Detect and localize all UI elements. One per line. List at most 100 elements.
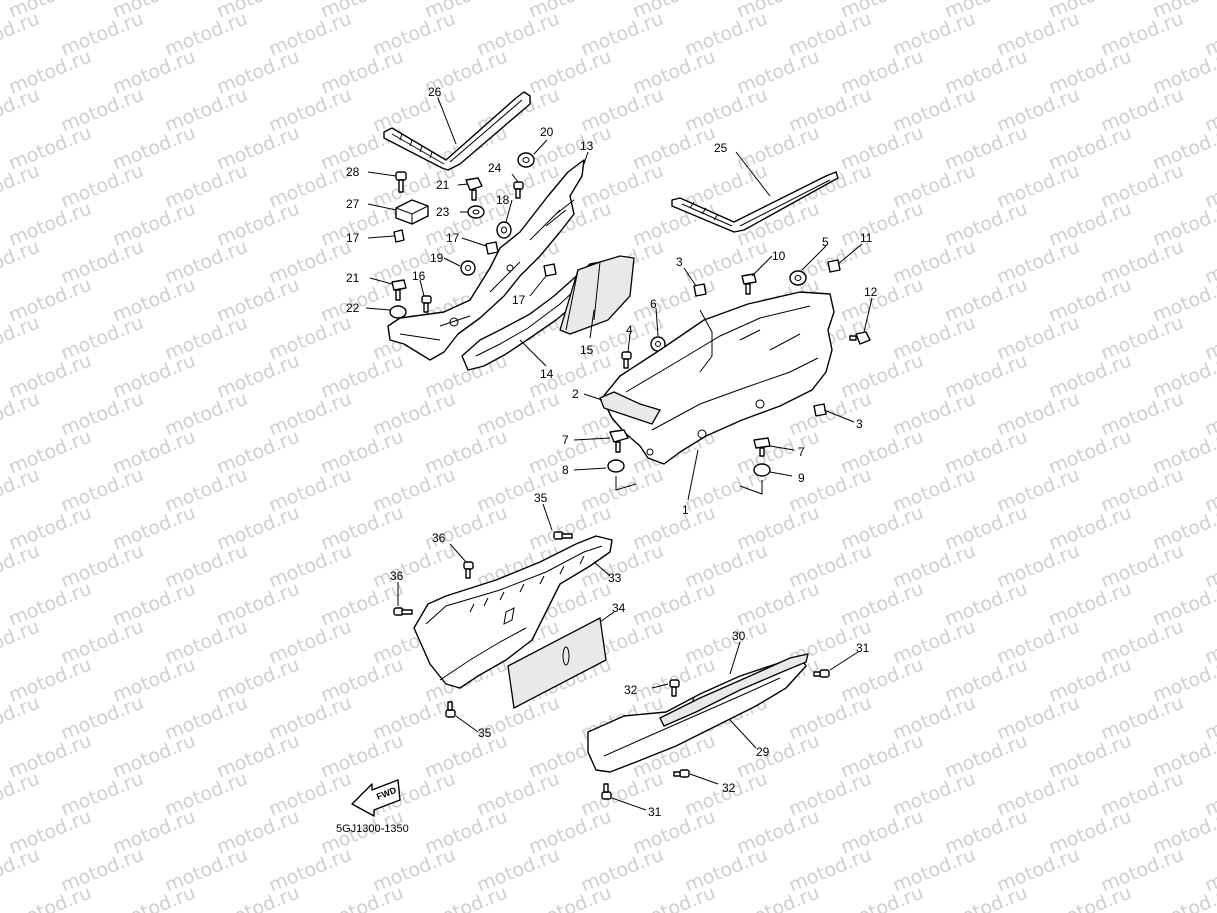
watermark-text: motod.ru <box>422 882 511 913</box>
part-17-clip-c <box>543 263 557 277</box>
part-10-bolt <box>741 273 757 295</box>
callout-36-b: 36 <box>390 569 404 583</box>
callout-13: 13 <box>580 139 594 153</box>
callout-10: 10 <box>772 249 786 263</box>
callout-34: 34 <box>612 601 626 615</box>
part-5-grommet <box>789 270 807 286</box>
callout-22: 22 <box>346 301 360 315</box>
part-15-cover-panel <box>559 255 635 335</box>
watermark-text: motod.ru <box>110 882 199 913</box>
callout-16: 16 <box>412 269 426 283</box>
callout-3-b: 3 <box>856 417 863 431</box>
callout-32-a: 32 <box>624 683 638 697</box>
part-9-nut <box>753 463 771 477</box>
part-24-screw <box>513 181 524 199</box>
part-6-grommet <box>650 336 666 352</box>
callout-1: 1 <box>682 503 689 517</box>
watermark-text: motod.ru <box>734 882 823 913</box>
callout-15: 15 <box>580 343 594 357</box>
watermark-text: motod.ru <box>0 388 43 441</box>
callout-9: 9 <box>798 471 805 485</box>
part-21-bolt-b <box>391 279 407 301</box>
part-16-screw <box>421 295 432 313</box>
part-19-damper <box>460 260 476 276</box>
callout-4: 4 <box>626 323 633 337</box>
part-1-floor-board <box>601 291 835 465</box>
callout-31-b: 31 <box>648 805 662 819</box>
callout-27: 27 <box>346 197 360 211</box>
watermark-text: motod.ru <box>0 768 43 821</box>
part-35-screw-a <box>553 531 573 540</box>
part-22-nut <box>389 305 407 319</box>
callout-35-a: 35 <box>534 491 548 505</box>
part-31-screw-a <box>813 669 830 678</box>
callout-30: 30 <box>732 629 746 643</box>
watermark-text: motod.ru <box>0 312 43 365</box>
callout-23: 23 <box>436 205 450 219</box>
watermark-text: motod.ru <box>1046 882 1135 913</box>
part-26-rubber-mat <box>383 91 531 171</box>
fwd-arrow-icon: FWD <box>351 779 401 817</box>
callout-20: 20 <box>540 125 554 139</box>
watermark-text: motod.ru <box>942 882 1031 913</box>
callout-12: 12 <box>864 285 878 299</box>
part-11-nut <box>827 259 841 273</box>
callout-24: 24 <box>488 161 502 175</box>
part-8-nut <box>607 459 625 473</box>
callout-17-b: 17 <box>446 231 460 245</box>
part-4-screw <box>621 351 632 369</box>
part-33-side-cover <box>413 535 613 689</box>
part-36-screw-a <box>463 561 474 579</box>
callout-26: 26 <box>428 85 442 99</box>
part-25-rubber-mat <box>671 171 839 233</box>
callout-11: 11 <box>860 231 873 245</box>
watermark-text: motod.ru <box>0 8 43 61</box>
part-21-bolt-a <box>465 177 483 201</box>
callout-5: 5 <box>822 235 829 249</box>
part-3-clip-a <box>693 283 707 297</box>
callout-8: 8 <box>562 463 569 477</box>
part-35-screw-b <box>445 701 456 718</box>
watermark-text: motod.ru <box>0 236 43 289</box>
part-30-trim-strip <box>659 653 809 727</box>
callout-36-a: 36 <box>432 531 446 545</box>
watermark-text: motod.ru <box>0 84 43 137</box>
watermark-text: motod.ru <box>318 882 407 913</box>
watermark-text: motod.ru <box>6 882 95 913</box>
callout-19: 19 <box>430 251 444 265</box>
part-17-clip-b <box>485 241 499 255</box>
watermark-text: motod.ru <box>0 616 43 669</box>
watermark-text: motod.ru <box>0 540 43 593</box>
part-2-floor-side <box>599 391 661 425</box>
part-7-bolt-a <box>609 429 629 453</box>
leader-lines <box>365 97 873 811</box>
callout-33: 33 <box>608 571 622 585</box>
part-17-clip-a <box>393 229 405 243</box>
part-31-screw-b <box>601 783 612 800</box>
callout-6: 6 <box>650 297 657 311</box>
callout-7-a: 7 <box>562 433 569 447</box>
callout-32-b: 32 <box>722 781 736 795</box>
callout-labels: 26 20 13 28 21 24 27 23 18 17 17 19 21 1… <box>346 85 878 819</box>
part-23-nut <box>467 205 485 219</box>
callout-21-a: 21 <box>436 178 450 192</box>
part-36-screw-b <box>393 607 413 616</box>
part-12-bolt <box>849 331 871 345</box>
watermark-text: motod.ru <box>214 882 303 913</box>
watermark-text: motod.ru <box>630 882 719 913</box>
callout-2: 2 <box>572 387 579 401</box>
callout-29: 29 <box>756 745 770 759</box>
part-32-screw-b <box>673 769 690 778</box>
callout-17-a: 17 <box>346 231 360 245</box>
part-20-grommet <box>517 152 535 168</box>
watermark-text: motod.ru <box>0 160 43 213</box>
watermark-text: motod.ru <box>0 692 43 745</box>
callout-31-a: 31 <box>856 641 870 655</box>
part-27-clip-block <box>395 199 429 225</box>
watermark-text: motod.ru <box>838 882 927 913</box>
callout-17-c: 17 <box>512 293 526 307</box>
callout-25: 25 <box>714 141 728 155</box>
callout-14: 14 <box>540 367 554 381</box>
